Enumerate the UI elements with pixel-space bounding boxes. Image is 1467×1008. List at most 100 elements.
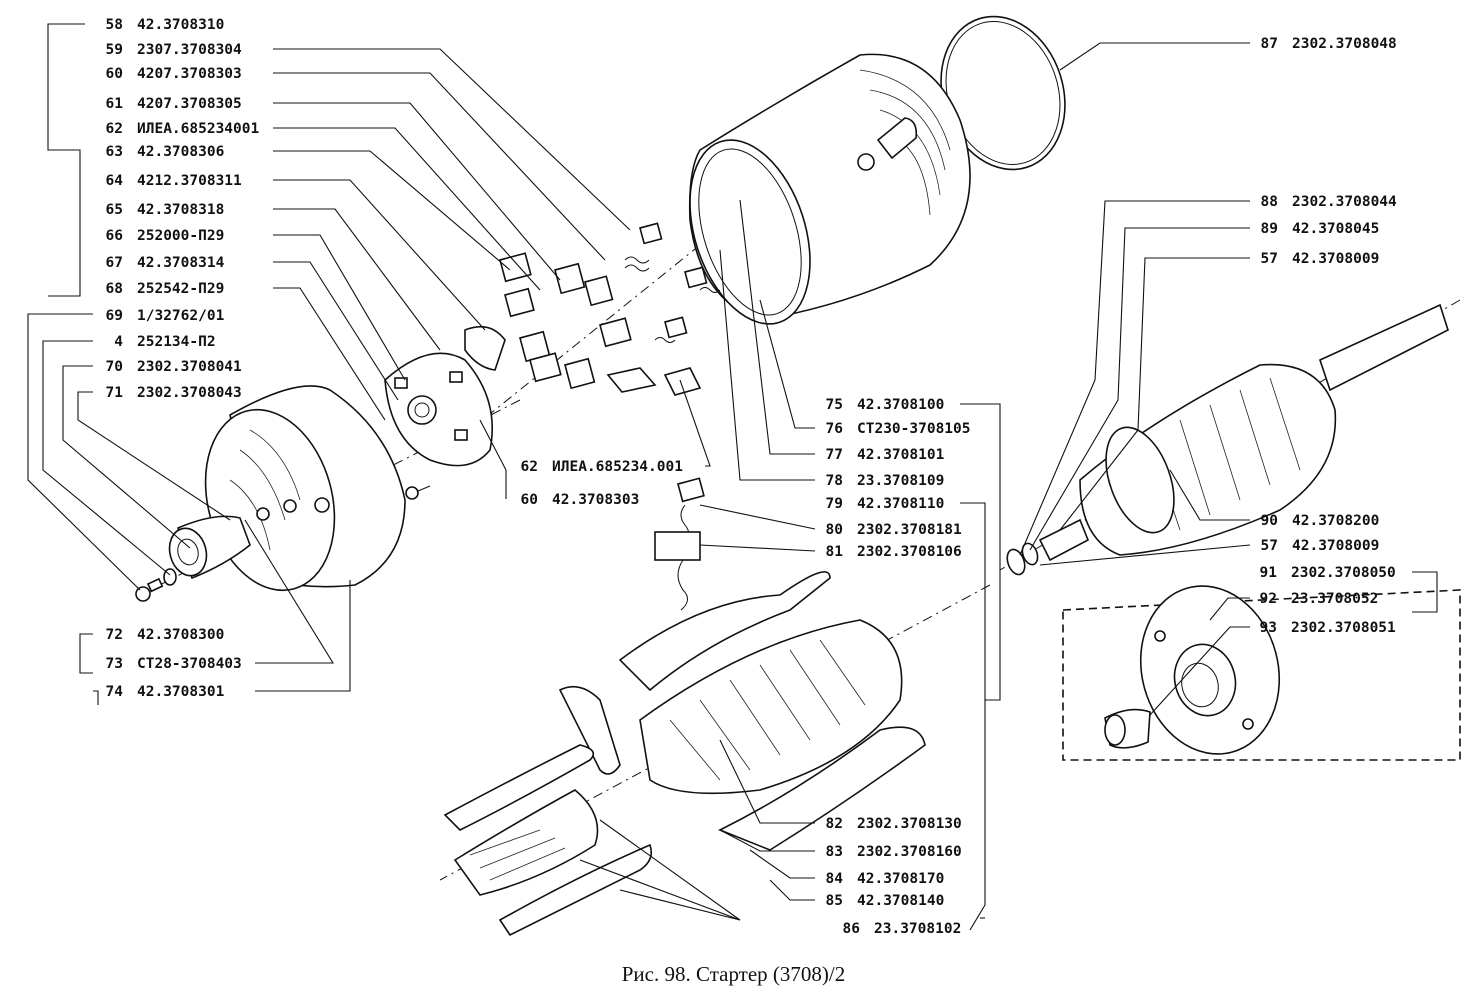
pole-shoes [443,744,653,937]
rear-cover [204,385,406,592]
label-code-58: 42.3708310 [137,17,224,33]
label-num-67: 67 [106,255,123,271]
axis-brush-holder [469,244,701,431]
label-num-85: 85 [826,893,843,909]
label-num-62: 62 [106,121,123,137]
label-num-69: 69 [106,308,123,324]
part-labels: 58 42.3708310 59 2307.3708304 60 4207.37… [106,17,1397,937]
figure-caption: Рис. 98. Стартер (3708)/2 [621,962,846,986]
label-num-76: 76 [826,421,843,437]
label-code-60b: 42.3708303 [552,492,639,508]
label-code-84: 42.3708170 [857,871,944,887]
label-code-64: 4212.3708311 [137,173,242,189]
label-num-82: 82 [826,816,843,832]
label-num-72: 72 [106,627,123,643]
label-num-68: 68 [106,281,123,297]
label-num-90: 90 [1261,513,1278,529]
label-num-75: 75 [826,397,843,413]
label-num-92: 92 [1260,591,1277,607]
label-code-91: 2302.3708050 [1291,565,1396,581]
label-code-83: 2302.3708160 [857,844,962,860]
label-code-82: 2302.3708130 [857,816,962,832]
label-code-80: 2302.3708181 [857,522,962,538]
label-num-60: 60 [106,66,123,82]
label-num-81: 81 [826,544,844,560]
label-num-73: 73 [106,656,123,672]
label-num-77: 77 [826,447,843,463]
label-num-86: 86 [843,921,860,937]
label-num-87: 87 [1261,36,1278,52]
label-num-89: 89 [1261,221,1278,237]
label-num-71: 71 [106,385,124,401]
label-code-74: 42.3708301 [137,684,225,700]
label-code-60: 4207.3708303 [137,66,242,82]
brush-holder-plate [384,352,493,467]
front-cover [1062,585,1461,761]
label-num-62b: 62 [521,459,538,475]
stator-housing [688,53,971,325]
label-num-58: 58 [106,17,123,33]
label-num-57b: 57 [1261,538,1278,554]
label-code-69: 1/32762/01 [137,308,225,324]
label-code-76: СТ230-3708105 [857,421,971,437]
label-code-61: 4207.3708305 [137,96,242,112]
label-num-64: 64 [106,173,124,189]
field-winding [558,571,926,851]
label-code-92: 23.3708052 [1291,591,1378,607]
label-num-74: 74 [106,684,124,700]
armature [1038,303,1449,562]
label-code-86: 23.3708102 [874,921,961,937]
label-code-62: ИЛЕА.685234001 [137,121,259,137]
label-num-61: 61 [106,96,124,112]
label-code-59: 2307.3708304 [137,42,242,58]
label-num-83: 83 [826,844,843,860]
label-code-88: 2302.3708044 [1292,194,1397,210]
label-num-78: 78 [826,473,843,489]
brush-assemblies [464,222,721,396]
screw-and-washer [135,485,431,602]
label-num-79: 79 [826,496,843,512]
label-num-65: 65 [106,202,123,218]
label-num-70: 70 [106,359,123,375]
label-code-62b: ИЛЕА.685234.001 [552,459,683,475]
label-code-72: 42.3708300 [137,627,224,643]
label-num-84: 84 [826,871,844,887]
label-num-60b: 60 [521,492,538,508]
label-num-80: 80 [826,522,843,538]
label-code-81: 2302.3708106 [857,544,962,560]
label-num-88: 88 [1261,194,1278,210]
label-code-87: 2302.3708048 [1292,36,1397,52]
label-code-65: 42.3708318 [137,202,224,218]
label-code-90: 42.3708200 [1292,513,1379,529]
label-code-77: 42.3708101 [857,447,945,463]
leader-lines [27,23,1438,931]
label-code-57a: 42.3708009 [1292,251,1379,267]
label-code-66: 252000-П29 [137,228,224,244]
label-code-57b: 42.3708009 [1292,538,1379,554]
label-num-93: 93 [1260,620,1277,636]
label-code-4: 252134-П2 [137,334,216,350]
label-code-85: 42.3708140 [857,893,944,909]
label-code-71: 2302.3708043 [137,385,242,401]
label-num-63: 63 [106,144,123,160]
label-code-89: 42.3708045 [1292,221,1379,237]
label-code-75: 42.3708100 [857,397,944,413]
label-num-4: 4 [114,334,123,350]
label-code-73: СТ28-3708403 [137,656,242,672]
label-code-67: 42.3708314 [137,255,225,271]
label-num-91: 91 [1260,565,1278,581]
label-code-63: 42.3708306 [137,144,224,160]
label-num-57a: 57 [1261,251,1278,267]
label-code-79: 42.3708110 [857,496,944,512]
label-code-78: 23.3708109 [857,473,944,489]
thrust-washers [1006,542,1039,576]
label-code-70: 2302.3708041 [137,359,242,375]
label-num-59: 59 [106,42,123,58]
label-num-66: 66 [106,228,123,244]
label-code-93: 2302.3708051 [1291,620,1396,636]
terminal-lead [654,477,705,611]
rear-bearing [168,515,251,580]
label-code-68: 252542-П29 [137,281,224,297]
